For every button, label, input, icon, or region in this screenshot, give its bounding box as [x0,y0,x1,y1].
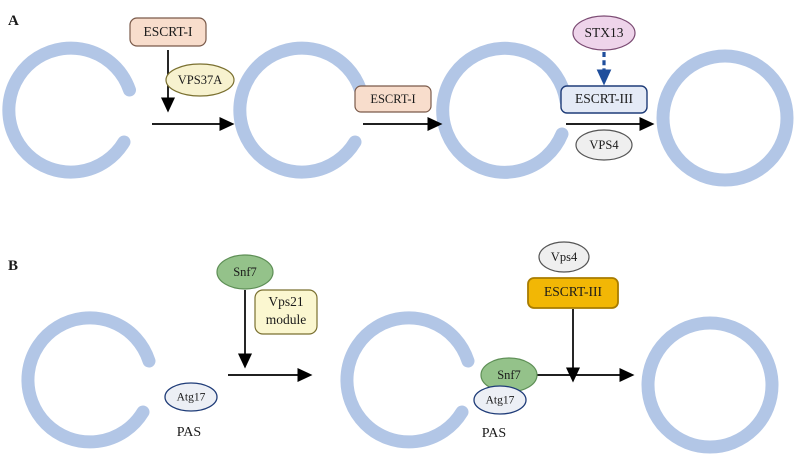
panel-a: A [2,13,794,187]
ring-a1-open-vesicle [2,41,136,179]
node-vps37a[interactable]: VPS37A [165,63,235,97]
node-escrt3-gold[interactable]: ESCRT-III [527,277,619,309]
node-stx13[interactable]: STX13 [572,15,636,51]
node-snf7-top[interactable]: Snf7 [216,254,274,290]
ring-a3-open-vesicle [436,41,573,179]
node-atg17-b1-label: Atg17 [177,392,206,404]
node-atg17-b2-label: Atg17 [486,395,515,407]
ring-b2-open-vesicle [340,311,475,449]
ring-b3-closed-vesicle [641,316,779,454]
node-escrt3-gold-label: ESCRT-III [544,284,602,299]
ring-a2-open-vesicle [233,41,367,179]
node-vps21-module[interactable]: Vps21 module [254,289,318,335]
node-snf7-top-label: Snf7 [233,265,257,279]
node-escrt1-top-label: ESCRT-I [144,24,193,39]
node-stx13-label: STX13 [584,25,623,40]
label-pas-left: PAS [177,425,201,440]
node-vps4-b-label: Vps4 [551,250,578,264]
node-atg17-b2[interactable]: Atg17 [473,385,527,415]
panel-label-b: B [8,258,18,274]
node-atg17-b1[interactable]: Atg17 [164,382,218,412]
node-vps4-b[interactable]: Vps4 [538,241,590,273]
label-pas-right: PAS [482,426,506,441]
node-vps21-module-line2: module [266,312,307,327]
node-snf7-b2-label: Snf7 [497,368,521,382]
node-escrt1-middle-label: ESCRT-I [370,92,415,106]
node-escrt1-middle[interactable]: ESCRT-I [354,85,432,113]
node-vps21-module-line1: Vps21 [268,294,303,309]
ring-a4-closed-vesicle [656,49,794,187]
node-snf7-b2[interactable]: Snf7 [480,357,538,393]
node-escrt3-blue-label: ESCRT-III [575,91,633,106]
node-escrt1-top[interactable]: ESCRT-I [129,17,207,47]
node-escrt3-blue[interactable]: ESCRT-III [560,85,648,114]
panel-b: B Snf7 [8,241,779,454]
node-vps4-a-label: VPS4 [589,138,619,152]
node-vps4-a[interactable]: VPS4 [575,129,633,161]
panel-label-a: A [8,13,19,29]
node-vps37a-label: VPS37A [178,73,222,87]
ring-b1-open-vesicle [21,311,156,449]
